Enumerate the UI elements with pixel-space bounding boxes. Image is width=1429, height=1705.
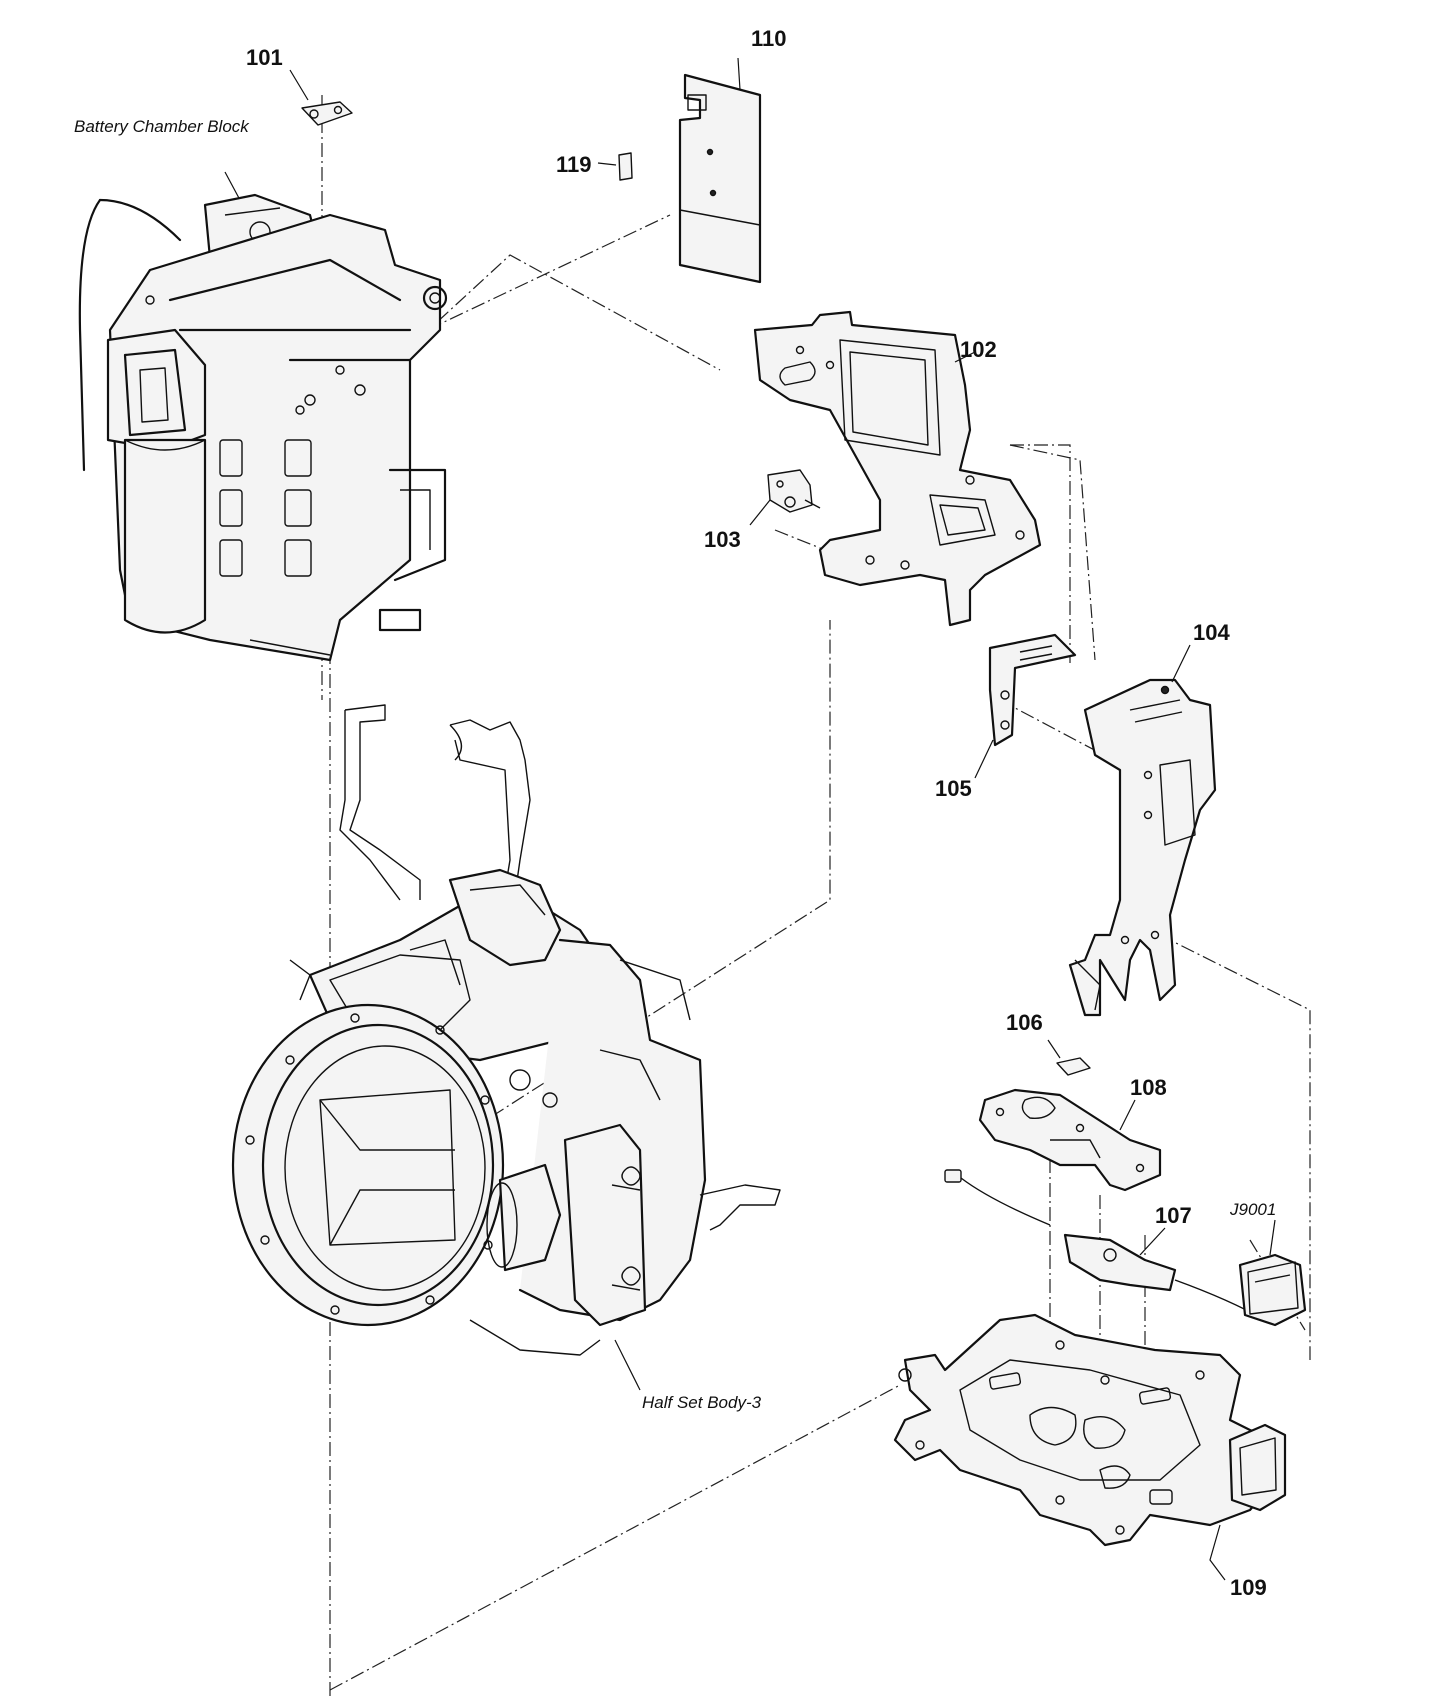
label-101: 101 (246, 45, 283, 70)
flex-cables (339, 704, 531, 901)
label-109: 109 (1230, 1575, 1267, 1600)
label-110: 110 (751, 26, 787, 51)
part-103-clip (767, 469, 821, 513)
part-110-sheet (678, 73, 762, 284)
label-battery-chamber-block: Battery Chamber Block (74, 117, 250, 136)
label-108: 108 (1130, 1075, 1167, 1100)
part-101-washer (301, 101, 353, 126)
label-104: 104 (1193, 620, 1230, 645)
label-102: 102 (960, 337, 997, 362)
label-half-set-body-3: Half Set Body-3 (642, 1393, 762, 1412)
part-102-bracket (753, 310, 1042, 627)
part-106-pad (1056, 1057, 1091, 1076)
part-119-pad (618, 152, 633, 181)
label-105: 105 (935, 776, 972, 801)
label-107: 107 (1155, 1203, 1192, 1228)
connector-j9001 (1238, 1253, 1307, 1327)
part-107-sensor-cable (944, 1169, 1266, 1321)
label-119: 119 (556, 152, 592, 177)
half-set-body (231, 868, 781, 1356)
battery-chamber-block (78, 193, 448, 662)
label-106: 106 (1006, 1010, 1043, 1035)
part-108-plate (978, 1088, 1162, 1192)
label-j9001: J9001 (1229, 1200, 1276, 1219)
label-103: 103 (704, 527, 741, 552)
part-109-base-plate (893, 1313, 1287, 1547)
part-105-angle-bracket (988, 633, 1077, 747)
part-104-long-bracket (1068, 678, 1217, 1017)
